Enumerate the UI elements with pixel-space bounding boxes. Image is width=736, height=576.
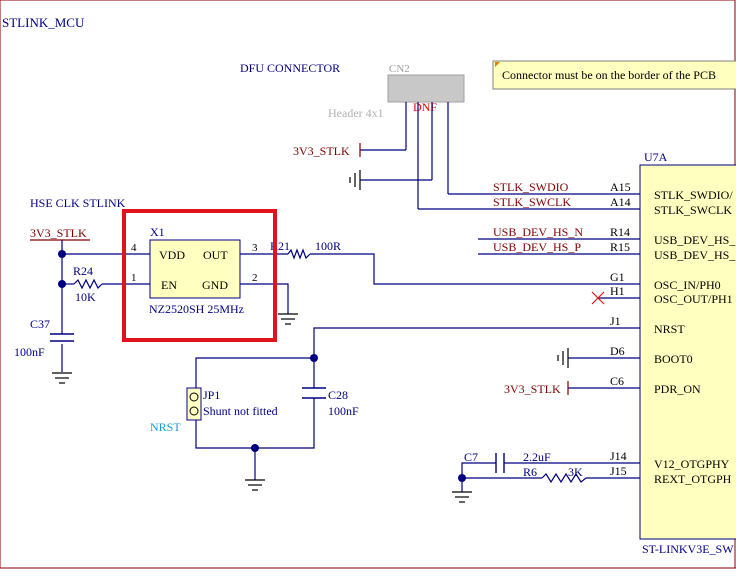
r6-ref: R6 bbox=[523, 465, 537, 479]
cn2-ref: CN2 bbox=[389, 63, 410, 75]
u7a-net-label: USB_DEV_HS_P bbox=[493, 240, 581, 254]
x1-oscillator-body bbox=[149, 239, 241, 299]
jp1-ref: JP1 bbox=[203, 388, 220, 402]
junction-dot bbox=[58, 280, 66, 288]
x1-pin-en: EN bbox=[161, 278, 177, 292]
u7a-net-label: USB_DEV_HS_N bbox=[493, 225, 583, 239]
x1-pin-number: 4 bbox=[131, 242, 137, 254]
cn2-ground-symbol bbox=[349, 170, 361, 190]
cn2-power-label: 3V3_STLK bbox=[293, 144, 350, 158]
sheet-title: STLINK_MCU bbox=[2, 15, 85, 30]
u7a-pin-name: USB_DEV_HS_ bbox=[654, 248, 736, 262]
u7a-pin-number: H1 bbox=[610, 284, 625, 298]
u7a-ref: U7A bbox=[644, 150, 668, 164]
jp1-pin bbox=[189, 392, 199, 402]
u7a-pin-number: R15 bbox=[610, 240, 630, 254]
jp1-value: Shunt not fitted bbox=[203, 404, 278, 418]
hse-clk-label: HSE CLK STLINK bbox=[30, 196, 126, 210]
pcb-note-text: Connector must be on the border of the P… bbox=[502, 68, 716, 82]
nrst-ground-symbol bbox=[245, 479, 265, 491]
u7a-pin-number: A14 bbox=[610, 195, 631, 209]
x1-ground-symbol bbox=[278, 313, 298, 325]
u7a-pin-number: J14 bbox=[610, 449, 627, 463]
c28-capacitor bbox=[302, 387, 326, 399]
u7a-ic-body bbox=[639, 164, 736, 540]
c7-r6-wiring bbox=[461, 462, 640, 492]
u7a-pin-name: USB_DEV_HS_ bbox=[654, 233, 736, 247]
c28-value: 100nF bbox=[328, 404, 359, 418]
x1-pin-gnd: GND bbox=[202, 278, 228, 292]
r6-value: 3K bbox=[568, 465, 583, 479]
pdr-on-wiring bbox=[567, 381, 640, 395]
x1-ref: X1 bbox=[150, 225, 165, 239]
cn2-connector-body bbox=[387, 74, 465, 103]
u7a-pin-name: STLK_SWCLK bbox=[654, 203, 732, 217]
jp1-pin bbox=[189, 406, 199, 416]
r21-value: 100R bbox=[315, 239, 341, 253]
u7a-net-label: STLK_SWCLK bbox=[493, 195, 571, 209]
u7a-pin-number: D6 bbox=[610, 344, 625, 358]
r21-resistor bbox=[287, 248, 311, 260]
u7a-pin-number: J15 bbox=[610, 464, 627, 478]
x1-pin-number: 3 bbox=[252, 242, 258, 254]
r24-value: 10K bbox=[75, 290, 96, 304]
c7-value: 2.2uF bbox=[523, 450, 551, 464]
r24-resistor bbox=[73, 278, 103, 290]
cn2-value: Header 4x1 bbox=[328, 106, 384, 120]
junction-dot bbox=[58, 250, 66, 258]
u7a-net-label: STLK_SWDIO bbox=[493, 180, 569, 194]
x1-pin-number: 2 bbox=[252, 272, 258, 284]
junction-dot bbox=[310, 354, 318, 362]
highlight-box bbox=[122, 209, 277, 342]
u7a-pin-name: BOOT0 bbox=[654, 352, 693, 366]
c37-ground-symbol bbox=[52, 372, 72, 384]
nrst-net-label: NRST bbox=[150, 420, 181, 434]
cn2-pins bbox=[405, 102, 449, 209]
c7-capacitor bbox=[495, 453, 505, 473]
x1-pin-number: 1 bbox=[131, 272, 137, 284]
cn2-dnf: DNF bbox=[413, 100, 437, 114]
c37-capacitor bbox=[50, 333, 74, 342]
u7a-pin-number: G1 bbox=[610, 270, 625, 284]
u7a-pin-number: C6 bbox=[610, 374, 624, 388]
u7a-pin-name: NRST bbox=[654, 322, 685, 336]
c7-ground-symbol bbox=[452, 491, 472, 503]
junction-dot bbox=[458, 474, 466, 482]
u7a-pin-name: V12_OTGPHY bbox=[654, 457, 730, 471]
c37-ref: C37 bbox=[30, 317, 50, 331]
pdr-on-power-label: 3V3_STLK bbox=[504, 382, 561, 396]
x1-power-label: 3V3_STLK bbox=[30, 226, 87, 240]
u7a-pin-name: PDR_ON bbox=[654, 382, 701, 396]
u7a-pins: STLK_SWDIO/A15STLK_SWDIOSTLK_SWCLKA14STL… bbox=[493, 180, 736, 486]
u7a-pin-number: R14 bbox=[610, 225, 630, 239]
u7a-pin-name: OSC_OUT/PH1 bbox=[654, 292, 733, 306]
boot0-wiring bbox=[557, 348, 640, 368]
c28-ref: C28 bbox=[328, 388, 348, 402]
u7a-pin-number: J1 bbox=[610, 314, 621, 328]
c37-value: 100nF bbox=[14, 345, 45, 359]
u7a-pin-name: STLK_SWDIO/ bbox=[654, 188, 733, 202]
r6-resistor bbox=[541, 472, 587, 484]
x1-pin-out: OUT bbox=[203, 248, 228, 262]
x1-value: NZ2520SH 25MHz bbox=[149, 302, 244, 316]
c7-ref: C7 bbox=[464, 450, 478, 464]
u7a-pin-number: A15 bbox=[610, 180, 631, 194]
usb-wires bbox=[478, 238, 640, 255]
x1-pin-vdd: VDD bbox=[159, 248, 185, 262]
junction-dot bbox=[251, 444, 259, 452]
x1-output-wires bbox=[240, 253, 640, 314]
no-connect-marker bbox=[591, 291, 605, 305]
dfu-connector-label: DFU CONNECTOR bbox=[240, 61, 340, 75]
u7a-value: ST-LINKV3E_SW bbox=[642, 542, 734, 556]
pcb-note: Connector must be on the border of the P… bbox=[492, 60, 736, 90]
u7a-pin-name: REXT_OTGPH bbox=[654, 472, 732, 486]
cn2-wires bbox=[360, 149, 640, 210]
u7a-pin-name: OSC_IN/PH0 bbox=[654, 278, 721, 292]
r24-ref: R24 bbox=[73, 264, 93, 278]
